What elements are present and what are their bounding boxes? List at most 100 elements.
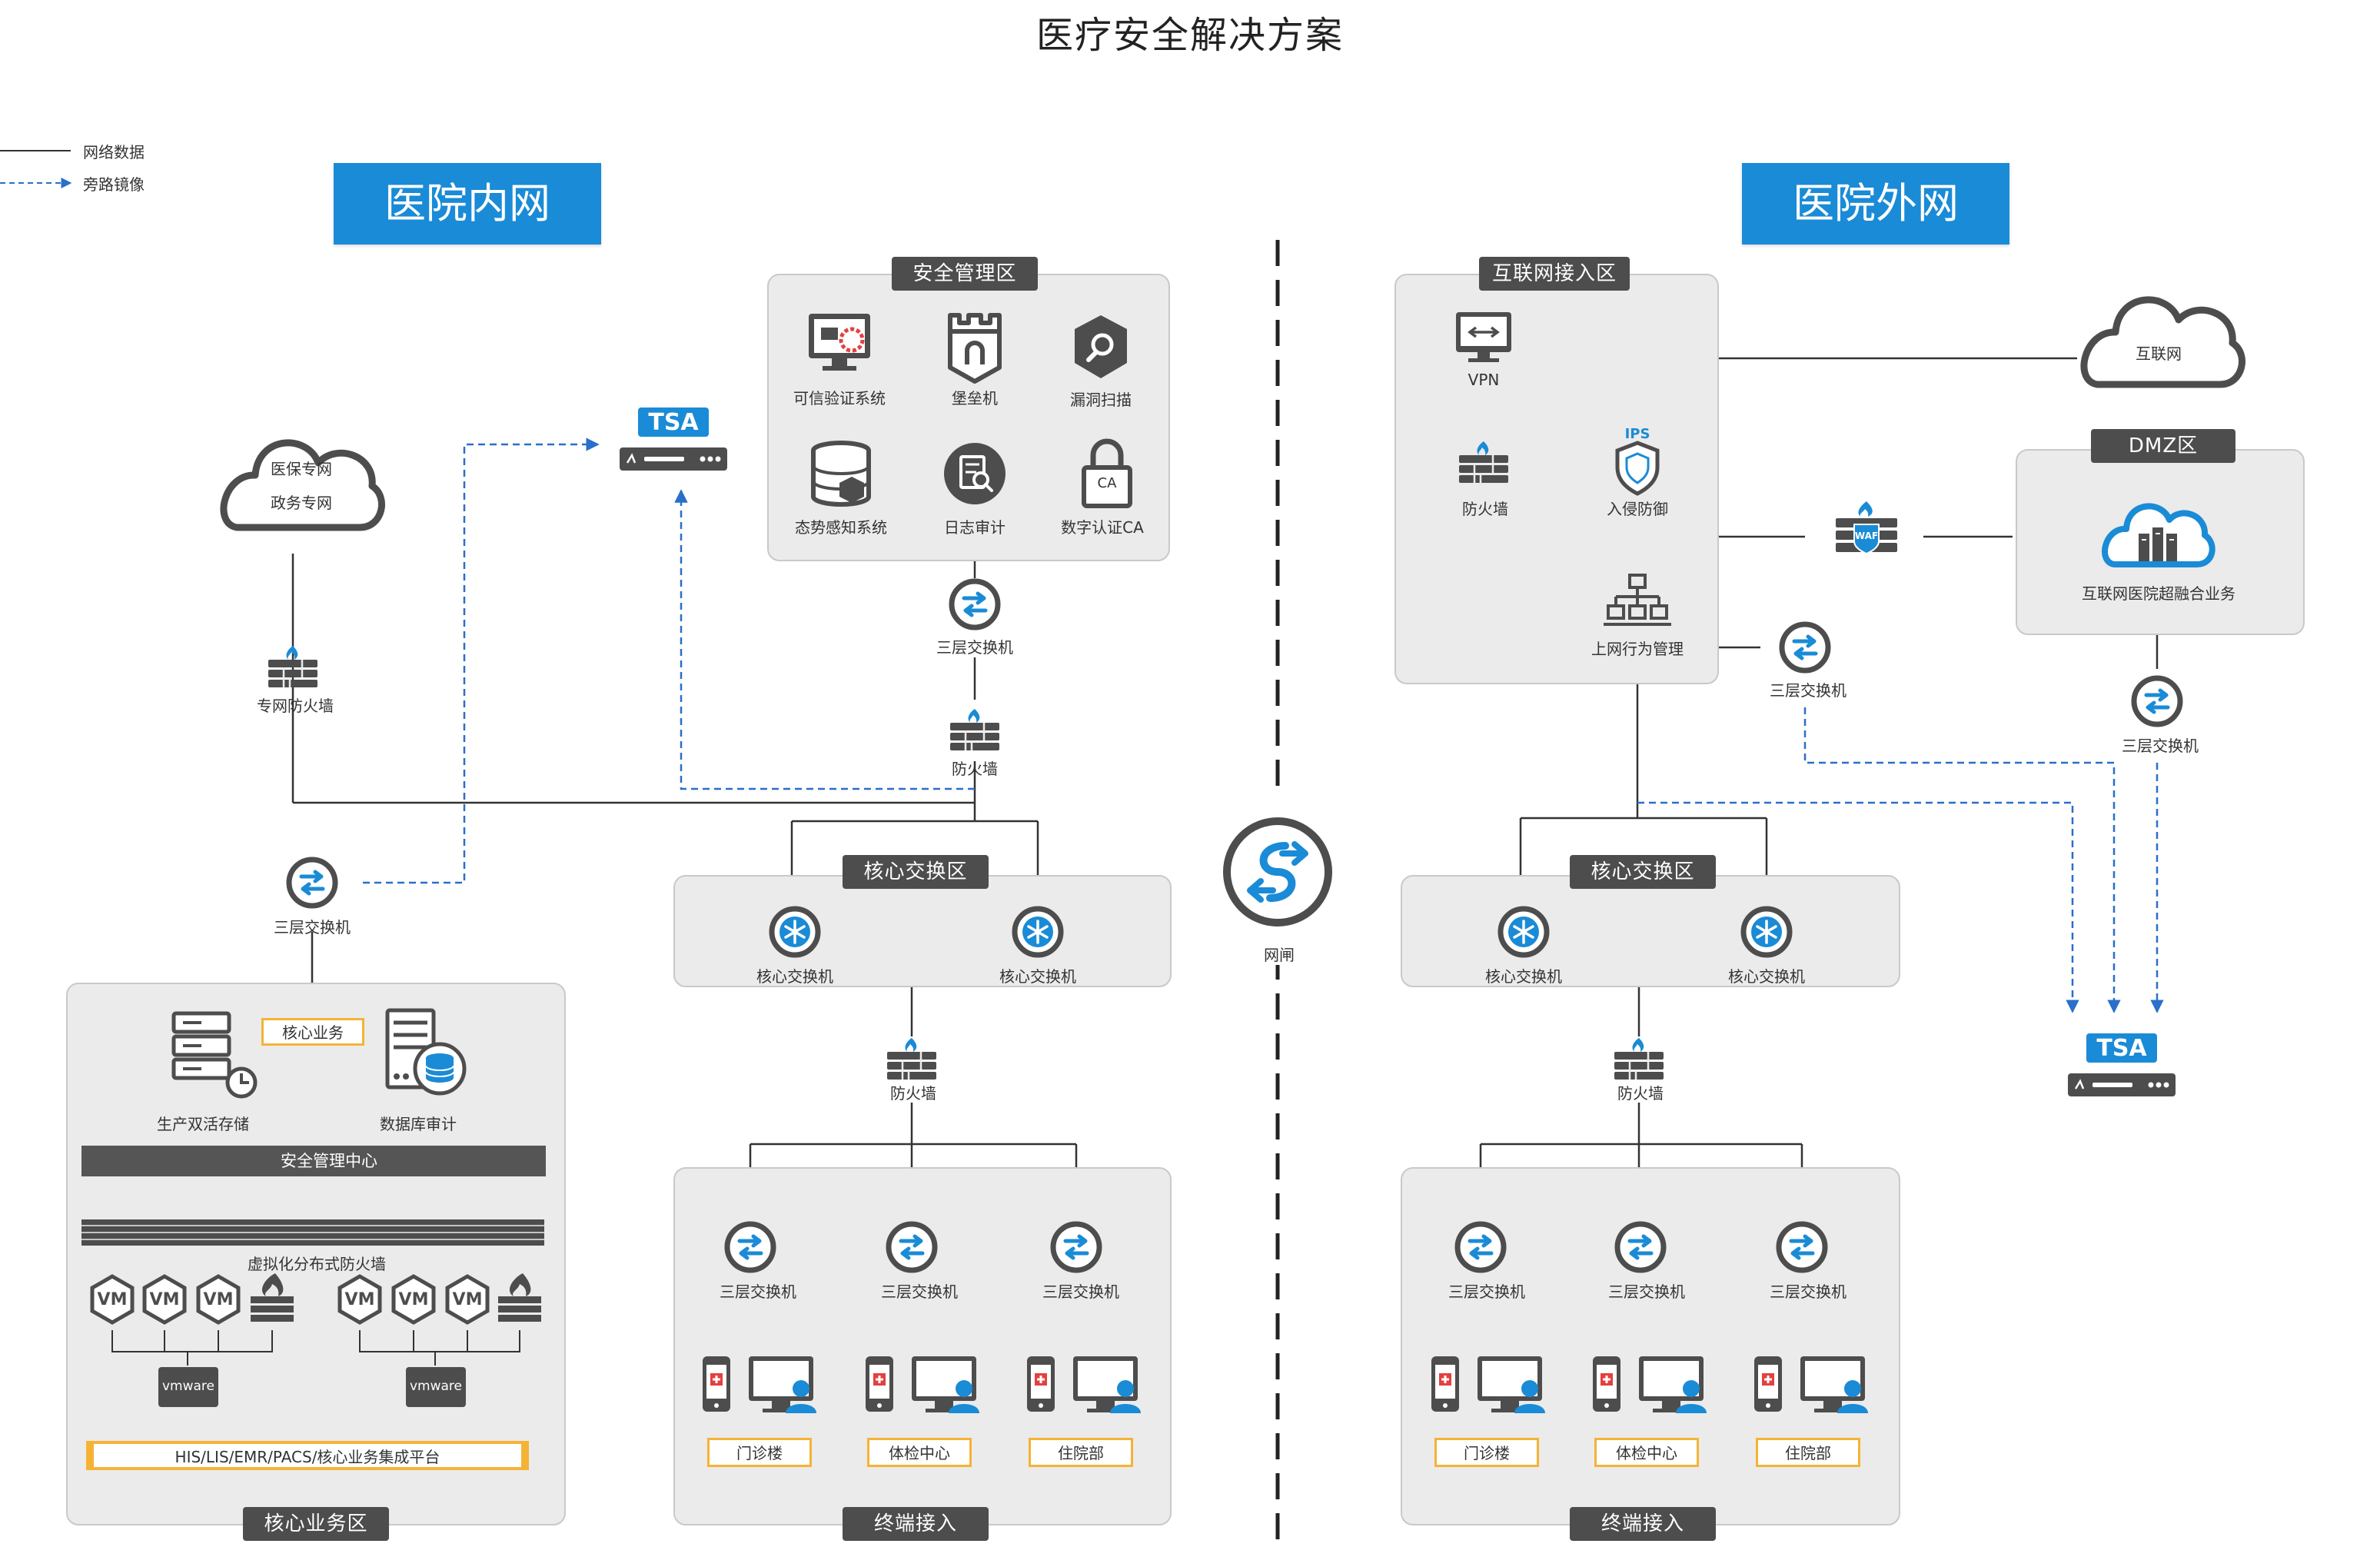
ca-badge-text: CA <box>1097 475 1117 491</box>
db-audit-label: 数据库审计 <box>380 1115 457 1133</box>
zone-terminal-right-tag: 终端接入 <box>1570 1507 1716 1541</box>
bastion-icon <box>948 313 1002 384</box>
right-l3-switch-b-label: 三层交换机 <box>2122 737 2199 755</box>
terminal-right-switch-3-icon <box>1779 1224 1825 1270</box>
phone-icon <box>1591 1355 1622 1413</box>
zone-core-switch-right <box>1401 875 1900 987</box>
zone-core-switch-right-tag: 核心交换区 <box>1570 855 1716 889</box>
situation-awareness-label: 态势感知系统 <box>795 518 887 537</box>
vpn-icon <box>1456 312 1511 362</box>
zone-terminal-left-tag: 终端接入 <box>843 1507 989 1541</box>
ips-shield-icon <box>1615 441 1660 496</box>
ca-lock-icon <box>1082 438 1132 508</box>
dedicated-firewall-label: 专网防火墙 <box>257 697 334 715</box>
mgmt-l3-switch-label: 三层交换机 <box>936 638 1013 657</box>
ca-label: 数字认证CA <box>1061 518 1144 537</box>
storage-label: 生产双活存储 <box>157 1115 249 1133</box>
dept-checkup-right: 体检中心 <box>1594 1438 1699 1467</box>
phone-icon <box>1753 1355 1783 1413</box>
virtual-firewall-label: 虚拟化分布式防火墙 <box>248 1255 386 1273</box>
zone-dmz-tag: DMZ区 <box>2091 429 2235 463</box>
vpn-label: VPN <box>1468 371 1500 389</box>
zone-core-switch-left <box>673 875 1172 987</box>
core-business-tag: 核心业务 <box>261 1018 364 1046</box>
banner-inner-network: 医院内网 <box>334 163 601 245</box>
vm-label: VM <box>452 1290 483 1309</box>
vmware-host-right <box>406 1367 466 1407</box>
behavior-mgmt-icon <box>1604 574 1671 626</box>
situation-awareness-icon <box>811 441 871 507</box>
internet-cloud-label: 互联网 <box>2136 344 2182 363</box>
log-audit-label: 日志审计 <box>944 518 1006 537</box>
dept-checkup-left: 体检中心 <box>867 1438 972 1467</box>
zone-core-business-tag: 核心业务区 <box>243 1507 389 1541</box>
internet-firewall-label: 防火墙 <box>1462 500 1508 518</box>
gateway-label: 网闸 <box>1259 943 1299 965</box>
bastion-label: 堡垒机 <box>952 389 998 408</box>
banner-outer-network: 医院外网 <box>1742 163 2009 245</box>
terminal-left-switch-3-label: 三层交换机 <box>1042 1283 1119 1301</box>
terminal-right-switch-2-icon <box>1617 1224 1664 1270</box>
vm-label: VM <box>344 1290 375 1309</box>
behavior-mgmt-label: 上网行为管理 <box>1591 640 1684 658</box>
vuln-scan-icon <box>1075 315 1127 378</box>
core-switch-left-a-label: 核心交换机 <box>756 967 833 986</box>
gateway-icon <box>1223 817 1332 927</box>
ips-label: 入侵防御 <box>1607 500 1668 518</box>
distributed-firewall-icon <box>81 1219 544 1246</box>
monitor-icon <box>1478 1356 1545 1413</box>
waf-firewall-icon <box>1836 501 1897 555</box>
dept-inpatient-right: 住院部 <box>1756 1438 1860 1467</box>
terminal-right-switch-1-icon <box>1458 1224 1504 1270</box>
monitor-icon <box>1639 1356 1707 1413</box>
storage-icon <box>171 1011 258 1099</box>
dept-outpatient-left: 门诊楼 <box>707 1438 812 1467</box>
vmware-host-left <box>158 1367 218 1407</box>
db-audit-icon <box>385 1008 467 1096</box>
zone-internet-access-tag: 互联网接入区 <box>1479 257 1630 291</box>
trusted-verify-label: 可信验证系统 <box>793 389 886 408</box>
core-switch-left-b-label: 核心交换机 <box>999 967 1076 986</box>
terminal-left-switch-1-label: 三层交换机 <box>720 1283 796 1301</box>
zone-core-switch-left-tag: 核心交换区 <box>843 855 989 889</box>
mgmt-firewall-label: 防火墙 <box>952 760 998 778</box>
legend-solid-label: 网络数据 <box>83 143 145 161</box>
vm-label: VM <box>398 1290 429 1309</box>
terminal-right-switch-2-label: 三层交换机 <box>1608 1283 1685 1301</box>
tsa-left-badge: TSA <box>648 409 699 436</box>
zone-core-business <box>66 983 566 1525</box>
log-audit-icon <box>944 443 1006 504</box>
core-switch-right-b-label: 核心交换机 <box>1728 967 1805 986</box>
terminal-left-switch-2-label: 三层交换机 <box>881 1283 958 1301</box>
cloud-left-line2: 政务专网 <box>271 494 332 512</box>
vuln-scan-label: 漏洞扫描 <box>1070 391 1132 409</box>
l3-switch-left-label: 三层交换机 <box>274 918 351 937</box>
right-l3-switch-a-label: 三层交换机 <box>1770 681 1846 700</box>
waf-badge: WAF <box>1854 531 1879 541</box>
core-switch-right-a-label: 核心交换机 <box>1485 967 1562 986</box>
right-firewall-label: 防火墙 <box>1617 1084 1664 1103</box>
dept-inpatient-left: 住院部 <box>1029 1438 1133 1467</box>
security-center-bar: 安全管理中心 <box>81 1146 546 1176</box>
trusted-verify-icon <box>809 314 870 371</box>
vm-label: VM <box>203 1290 234 1309</box>
vmware-right-label: vmware <box>409 1379 463 1394</box>
zone-internet-access <box>1394 274 1719 684</box>
dept-outpatient-right: 门诊楼 <box>1434 1438 1539 1467</box>
page-title: 医疗安全解决方案 <box>1035 14 1344 57</box>
hyper-business-cloud-icon <box>2102 503 2215 567</box>
zone-security-mgmt-tag: 安全管理区 <box>892 257 1038 291</box>
tsa-right-badge: TSA <box>2096 1035 2147 1062</box>
terminal-right-switch-1-label: 三层交换机 <box>1448 1283 1525 1301</box>
monitor-icon <box>1800 1356 1868 1413</box>
vm-label: VM <box>97 1290 128 1309</box>
phone-icon <box>1430 1355 1461 1413</box>
legend-dashed-label: 旁路镜像 <box>83 175 145 194</box>
